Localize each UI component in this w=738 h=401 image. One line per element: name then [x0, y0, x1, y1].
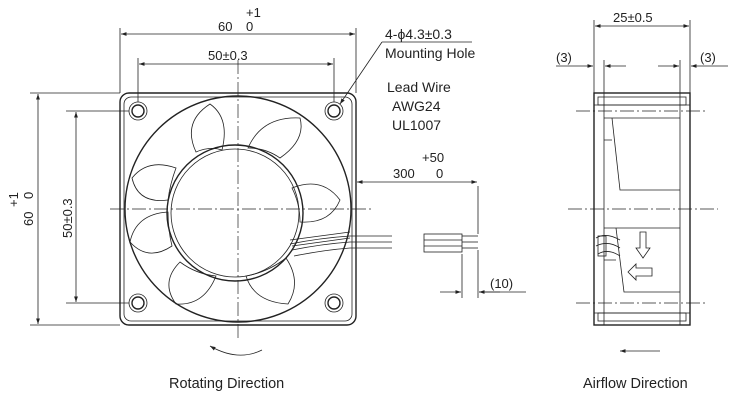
lead-length-nominal: 300 [393, 166, 415, 181]
strip-length: (10) [490, 276, 513, 291]
width-nominal: 60 [218, 19, 232, 34]
impeller-blades [129, 103, 341, 305]
side-airflow-mark [627, 263, 653, 281]
wire-spoke [289, 231, 351, 247]
mounting-hole-leader [339, 41, 383, 105]
depth: 25±0.5 [613, 10, 653, 25]
height-nominal: 60 [21, 212, 36, 226]
width-tol-lower: 0 [246, 19, 253, 34]
rotating-direction-caption: Rotating Direction [169, 376, 284, 392]
airflow-direction-caption: Airflow Direction [583, 376, 688, 392]
mounting-hole-spec: 4-ϕ4.3±0.3 [385, 26, 452, 42]
flange-right: (3) [700, 50, 716, 65]
side-rotation-mark [635, 231, 651, 259]
side-wire-exit [595, 235, 621, 257]
lead-length-tol-lower: 0 [436, 166, 443, 181]
hole-pitch-vertical: 50±0.3 [60, 198, 75, 238]
lead-wire-gauge: AWG24 [392, 98, 441, 114]
lead-wire-standard: UL1007 [392, 117, 441, 133]
mounting-hole-label: Mounting Hole [385, 45, 475, 61]
front-view: +1 60 0 50±0.3 +1 60 0 50±0.3 4-ϕ4.3±0.3… [6, 5, 526, 392]
flange-left: (3) [556, 50, 572, 65]
width-tol-upper: +1 [246, 5, 261, 20]
lead-length-tol-upper: +50 [422, 150, 444, 165]
impeller-hub [166, 144, 304, 282]
height-tol-lower: 0 [21, 192, 36, 199]
hole-pitch: 50±0.3 [208, 48, 248, 63]
rotation-arrow [209, 345, 263, 356]
lead-wires [289, 233, 478, 257]
side-view: 25±0.5 (3) (3) Airflow Direction [556, 10, 728, 392]
height-tol-upper: +1 [6, 192, 21, 207]
lead-wire-label: Lead Wire [387, 79, 451, 95]
